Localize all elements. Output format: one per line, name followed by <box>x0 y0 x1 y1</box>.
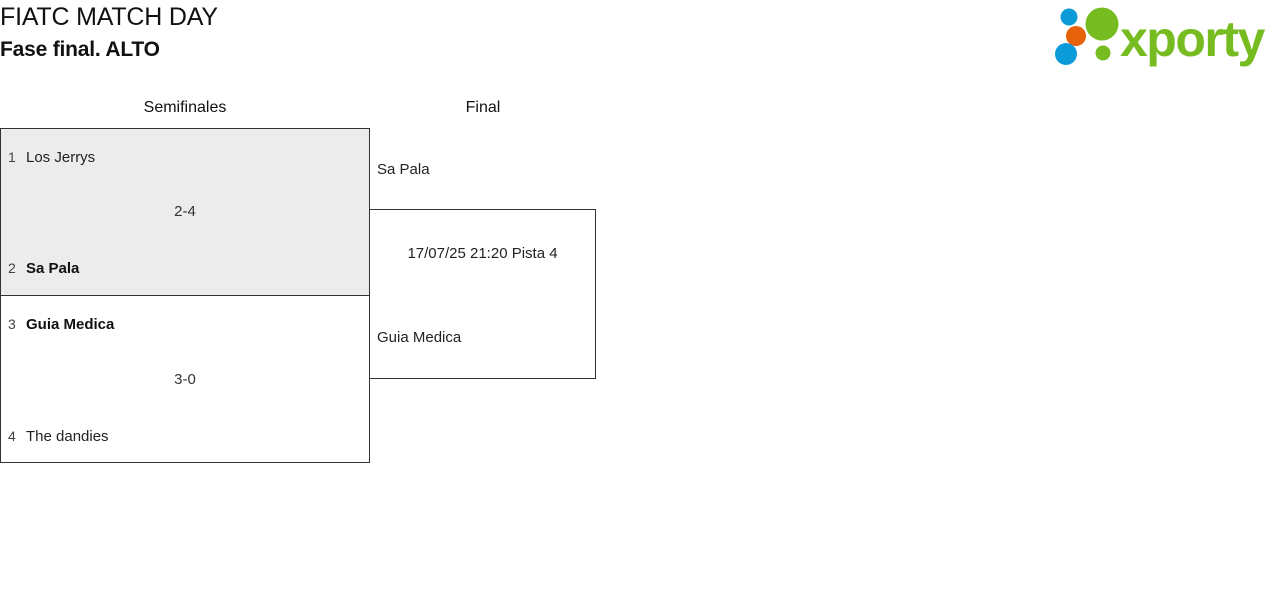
final-team-name-top: Sa Pala <box>377 161 430 178</box>
logo-dot-green-small <box>1095 45 1111 61</box>
match-team-row[interactable]: 4 The dandies <box>8 427 109 446</box>
final-match-schedule: 17/07/25 21:20 Pista 4 <box>407 245 558 262</box>
team-name: Sa Pala <box>26 260 80 277</box>
match-team-row[interactable]: 3 Guia Medica <box>8 315 114 334</box>
team-name: Guia Medica <box>26 316 115 333</box>
match-box-semifinal-2[interactable] <box>0 295 370 463</box>
match-score: 3-0 <box>174 371 196 388</box>
page-title: FIATC MATCH DAY <box>0 3 218 31</box>
match-team-row[interactable]: 1 Los Jerrys <box>8 148 95 167</box>
match-box-final[interactable] <box>369 209 596 379</box>
page-subtitle: Fase final. ALTO <box>0 38 160 61</box>
team-name: The dandies <box>26 428 109 445</box>
logo-dot-blue-top <box>1060 8 1078 26</box>
xporty-logo: xporty <box>1050 4 1276 70</box>
team-seed: 3 <box>8 316 16 332</box>
match-team-row[interactable]: 2 Sa Pala <box>8 259 79 278</box>
match-score: 2-4 <box>174 203 196 220</box>
logo-wordmark: xporty <box>1120 11 1266 67</box>
logo-dot-blue-bottom <box>1055 43 1077 65</box>
team-seed: 4 <box>8 428 16 444</box>
team-seed: 2 <box>8 260 16 276</box>
logo-dot-green-large <box>1085 7 1119 41</box>
team-name: Los Jerrys <box>26 149 96 166</box>
team-seed: 1 <box>8 149 16 165</box>
round-header-semifinals: Semifinales <box>143 99 227 116</box>
logo-dot-orange <box>1066 26 1086 46</box>
final-team-name-bottom: Guia Medica <box>377 329 462 346</box>
round-header-final: Final <box>465 99 501 116</box>
match-box-semifinal-1[interactable] <box>0 128 370 296</box>
